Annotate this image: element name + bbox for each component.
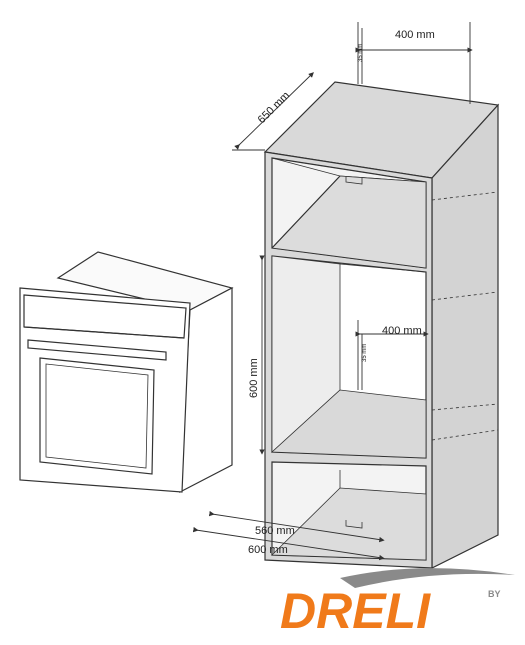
logo-text: DRELI bbox=[280, 583, 431, 639]
depth-label: 650 mm bbox=[256, 90, 293, 127]
top-width-label: 400 mm bbox=[395, 29, 435, 41]
outer-width-label: 600 mm bbox=[248, 544, 288, 556]
oven-illustration bbox=[19, 251, 234, 494]
oven-handle bbox=[27, 339, 167, 361]
inner-width-label: 560 mm bbox=[255, 525, 295, 537]
logo-by: BY bbox=[488, 589, 501, 599]
top-gap-label: 35 mm bbox=[358, 44, 364, 62]
niche-height-label: 600 mm bbox=[248, 358, 260, 398]
dreli-logo: BY DRELI bbox=[280, 568, 515, 639]
cabinet-side-face bbox=[431, 103, 499, 569]
mid-gap-label: 35 mm bbox=[362, 344, 368, 362]
mid-width-label: 400 mm bbox=[382, 325, 422, 337]
dimension-lines bbox=[192, 22, 473, 561]
logo-swoosh bbox=[340, 568, 515, 588]
oven-door-glass bbox=[39, 357, 155, 475]
